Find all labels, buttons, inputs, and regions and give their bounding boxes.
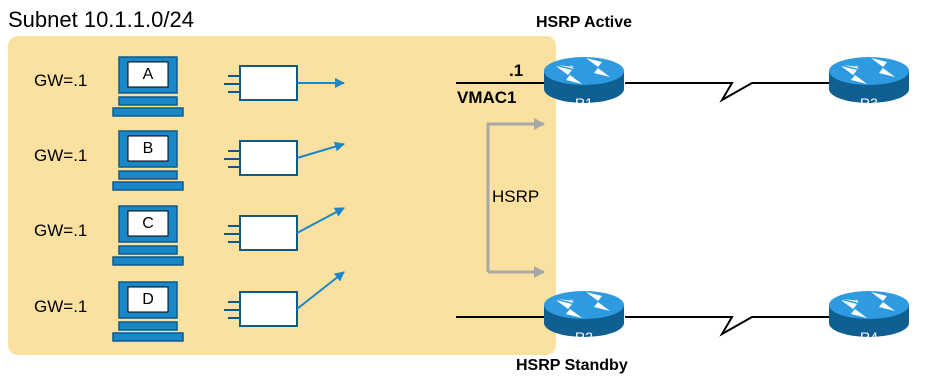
router-label-r1: R1 [575,95,593,111]
pc-label-d: D [142,291,154,308]
gateway-label-c: GW=.1 [34,221,88,240]
pc-icon-d [112,281,184,342]
hsrp-arrow-up [486,118,545,272]
packet-arrow-d [296,271,345,310]
gateway-label-d: GW=.1 [34,297,88,316]
gateway-label-a: GW=.1 [34,71,88,90]
pc-icon-c [112,205,184,266]
packet-arrow-b [296,141,345,159]
pc-label-c: C [142,215,154,232]
router-label-r3: R3 [860,95,878,111]
packet-icon-c [224,215,298,251]
gateway-label-b: GW=.1 [34,146,88,165]
pc-label-a: A [143,66,154,83]
virtual-mac-label: VMAC1 [457,88,517,107]
hsrp-active-label: HSRP Active [536,14,633,31]
packet-icon-d [224,291,298,327]
pc-icon-a [112,56,184,117]
hsrp-standby-label: HSRP Standby [516,357,628,374]
r1-r3-serial-link [625,82,831,103]
hsrp-link-label: HSRP [492,187,540,206]
pc-label-b: B [143,140,154,157]
packet-icon-a [224,65,298,101]
r2-r4-serial-link [625,316,831,337]
router-label-r4: R4 [860,329,878,345]
router-label-r2: R2 [575,329,593,345]
packet-icon-b [224,140,298,176]
packet-arrow-c [296,207,345,234]
pc-icon-b [112,130,184,191]
subnet-label: Subnet 10.1.1.0/24 [8,7,194,32]
virtual-ip-label: .1 [509,61,524,80]
